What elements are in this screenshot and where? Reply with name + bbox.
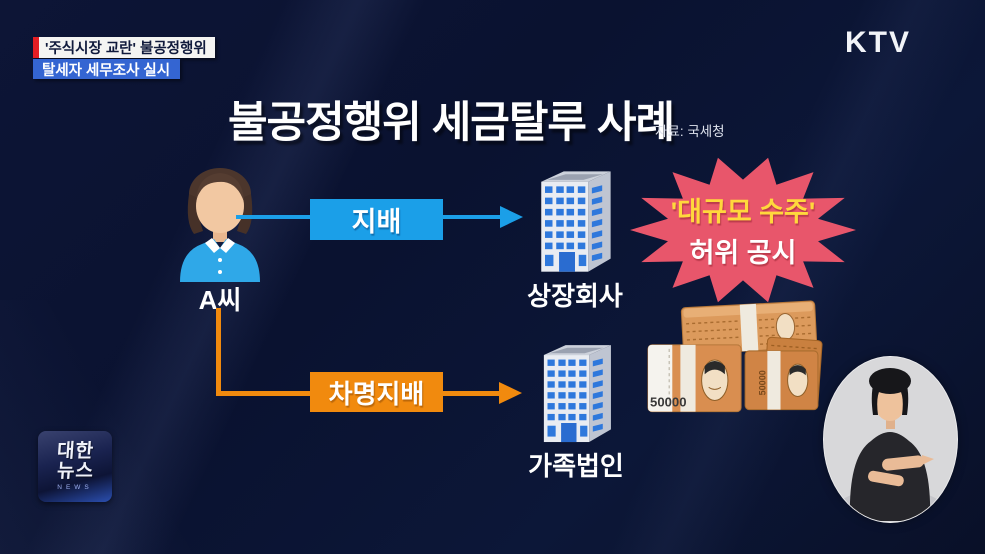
control-arrow-head <box>500 206 523 228</box>
logo-text-line1: 대한 <box>55 441 95 462</box>
alert-starburst: '대규모 수주' 허위 공시 <box>630 157 856 303</box>
building-icon-family-corp <box>533 340 620 448</box>
program-logo: 대한 뉴스 NEWS <box>38 431 112 502</box>
headline-text-2: 탈세자 세무조사 실시 <box>42 62 171 79</box>
banner-red-accent <box>33 37 39 58</box>
listed-company-label: 상장회사 <box>527 281 623 311</box>
headline-banner-primary: '주식시장 교란' 불공정행위 <box>33 37 215 58</box>
money-denomination-small: 50000 <box>757 370 767 395</box>
proxy-arrow-label: 차명지배 <box>310 372 443 412</box>
family-corp-label: 가족법인 <box>528 451 624 481</box>
person-avatar-icon <box>168 160 272 282</box>
background-streak <box>0 300 380 554</box>
control-arrow-label: 지배 <box>310 199 443 240</box>
page-title: 불공정행위 세금탈루 사례 <box>228 99 675 147</box>
logo-subtext: NEWS <box>57 484 93 491</box>
source-credit: 자료: 국세청 <box>655 124 725 139</box>
building-icon-listed-company <box>530 166 620 278</box>
burst-text-2: 허위 공시 <box>689 238 797 268</box>
burst-text-1: '대규모 수주' <box>670 197 816 227</box>
channel-logo: KTV <box>845 26 911 59</box>
logo-text-line2: 뉴스 <box>55 461 95 482</box>
headline-banner-secondary: 탈세자 세무조사 실시 <box>33 59 181 79</box>
proxy-arrow-vertical-line <box>216 308 221 396</box>
sign-language-interpreter <box>823 356 958 523</box>
headline-text-1: '주식시장 교란' 불공정행위 <box>45 41 207 57</box>
money-denomination: 50000 <box>650 395 687 410</box>
money-stacks-icon: 50000 50000 <box>646 294 824 420</box>
proxy-arrow-head <box>499 382 522 404</box>
